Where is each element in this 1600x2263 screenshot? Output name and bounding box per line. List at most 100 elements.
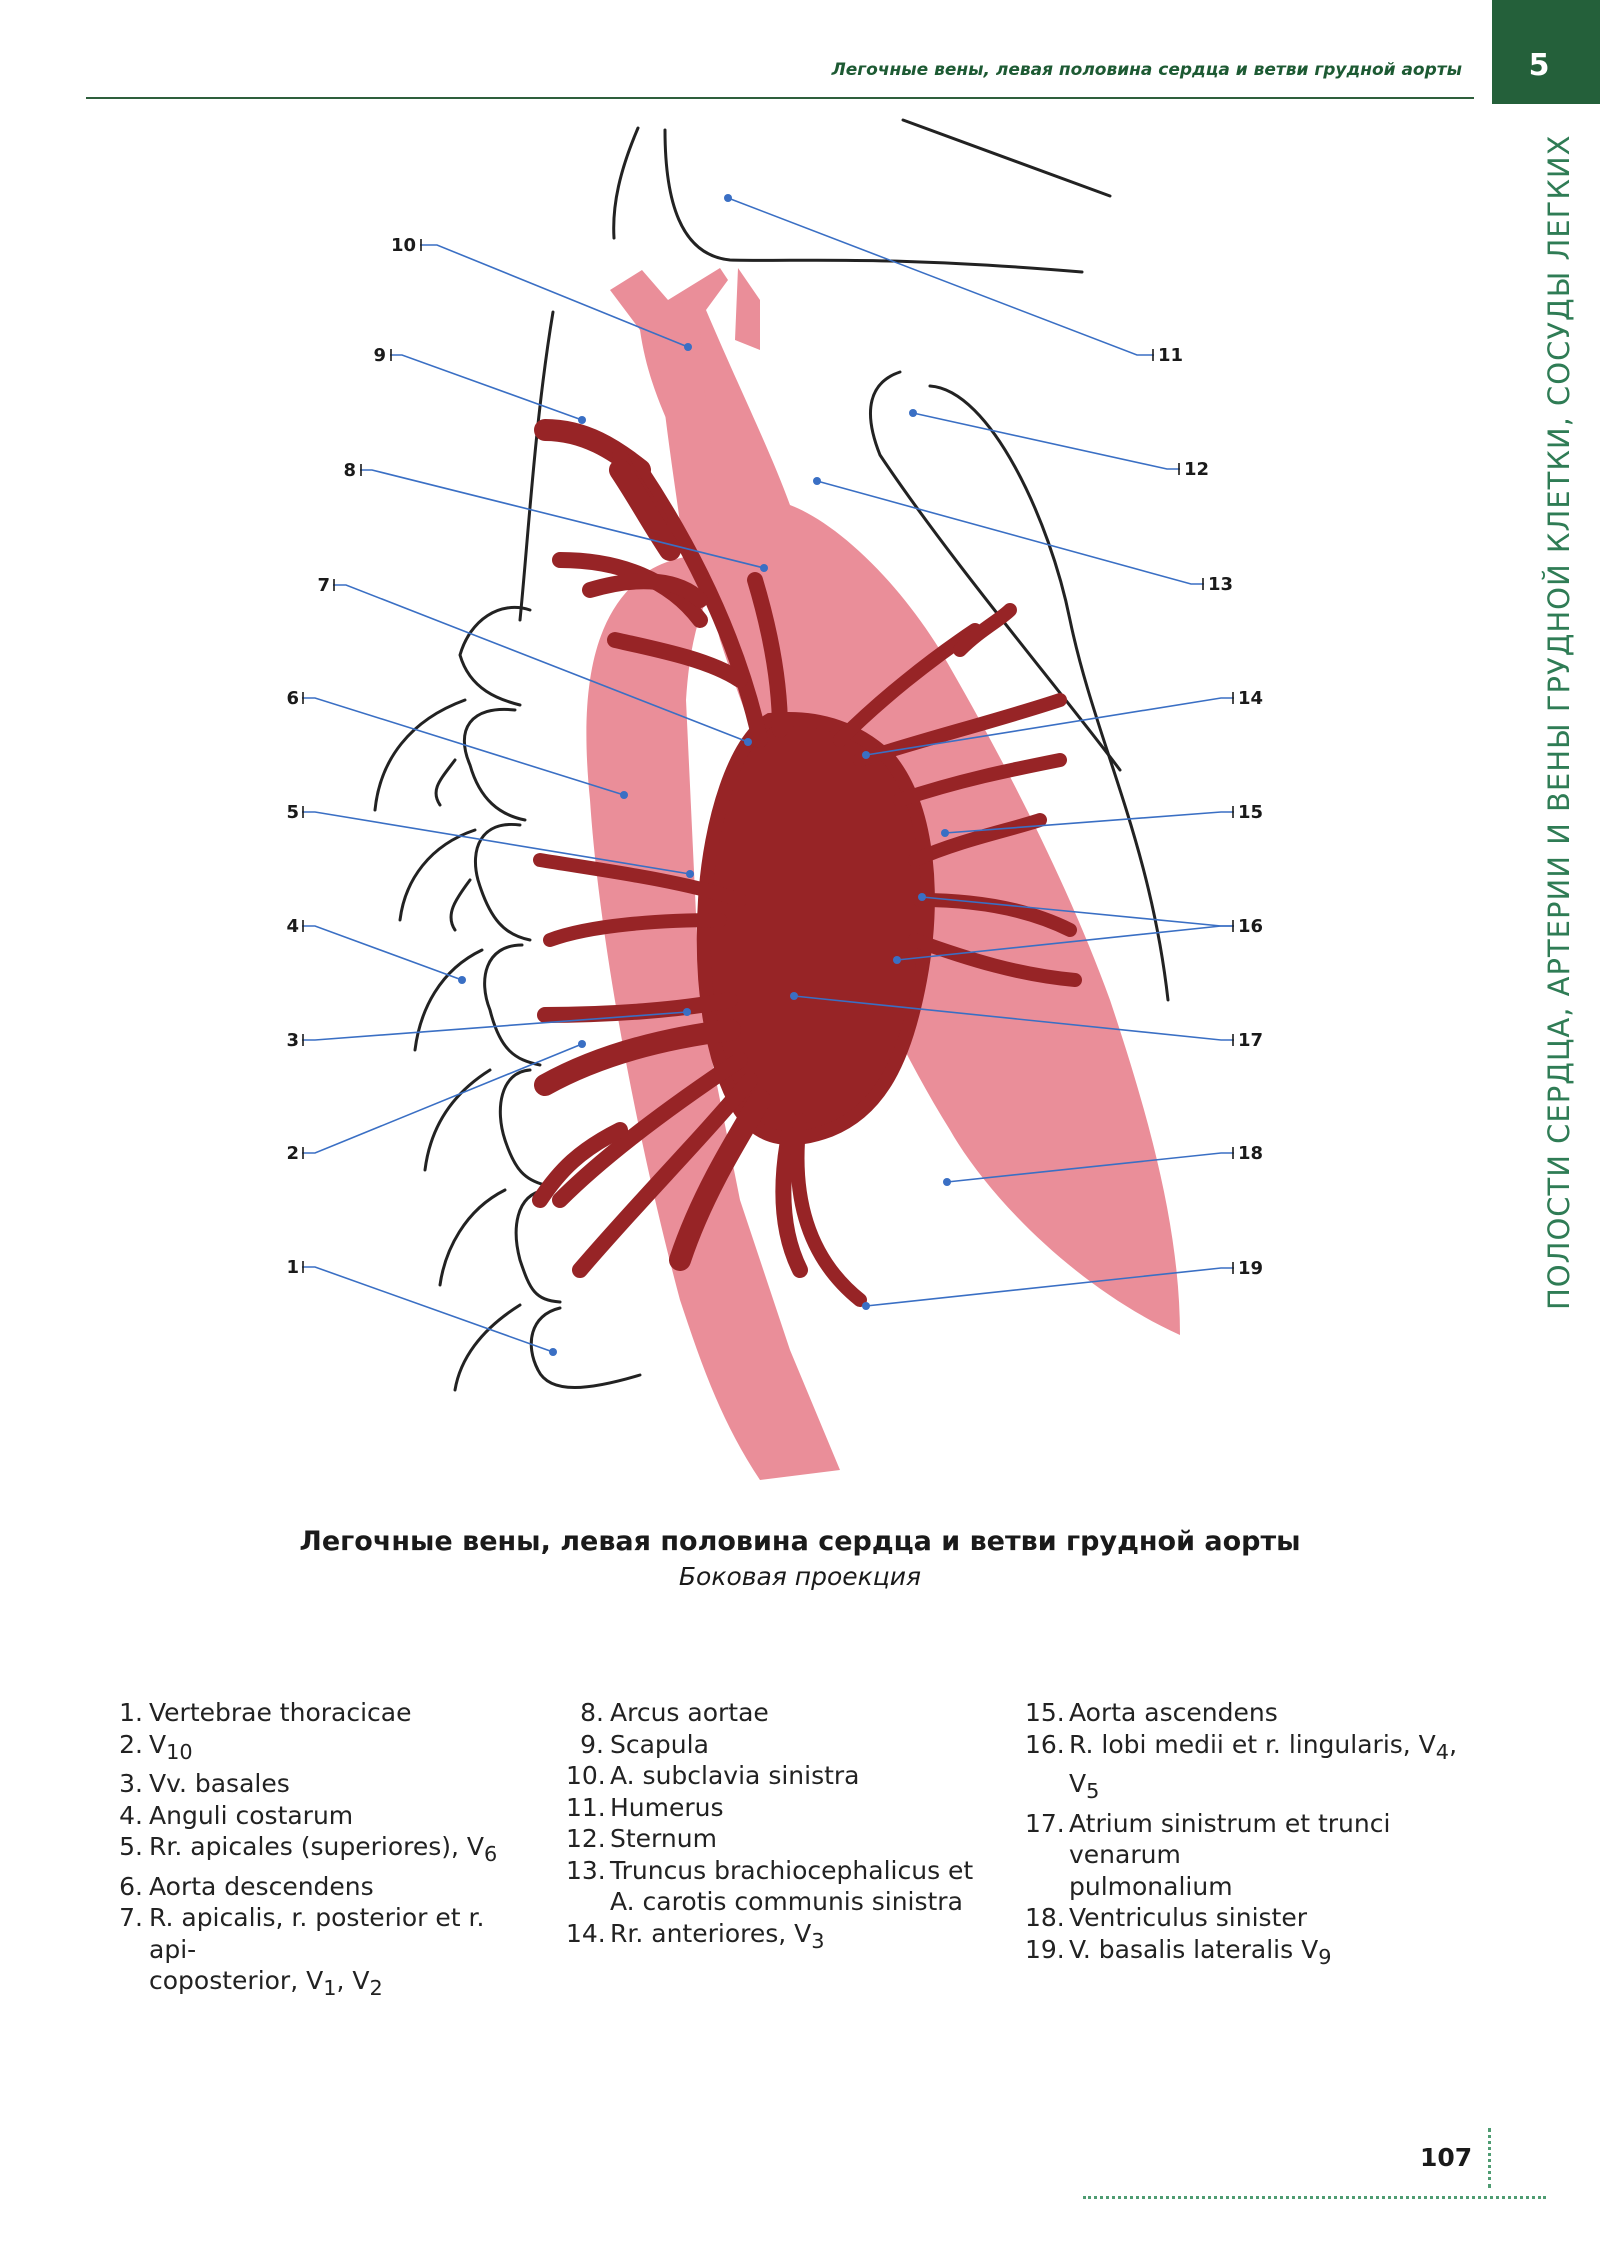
label-number: 18 [1238,1143,1263,1164]
header-rule [86,97,1474,99]
leader-dot [813,477,821,485]
label-number: 15 [1238,802,1263,823]
legend-item: 4.Anguli costarum [105,1800,535,1832]
label-number: 1 [286,1257,299,1278]
label-number: 9 [373,345,386,366]
leader-dot [862,1302,870,1310]
legend-item-text: Rr. anteriores, V3 [610,1918,825,1953]
rib-outline [514,1188,562,1304]
outline-drawing [373,118,1170,1392]
legend-item-number: 4. [119,1800,143,1830]
figure-caption-subtitle: Боковая проекция [678,1562,922,1591]
leader-dot [909,409,917,417]
leader-line [302,1011,688,1041]
label-number: 19 [1238,1258,1263,1279]
leader-dot [458,976,466,984]
label-number: 13 [1208,574,1233,595]
humerus-outline [901,118,1112,198]
legend-item: 9.Scapula [566,1729,986,1761]
leader-line [944,811,1234,834]
label-number: 11 [1158,345,1183,366]
legend-item: 19.V. basalis lateralis V9 [1025,1934,1495,1974]
vertebra-outline [449,878,472,932]
legend-item-number: 18. [1025,1903,1065,1932]
label-number: 5 [286,802,299,823]
legend-item-number: 8. [580,1698,604,1727]
label-number: 2 [286,1143,299,1164]
leader-line [302,1266,554,1353]
legend-item: 12.Sternum [566,1823,986,1855]
leader-dot [893,956,901,964]
anterior-vein-branch [908,933,1082,987]
legend-item: 18.Ventriculus sinister [1025,1902,1495,1934]
legend-item-number: 1. [119,1698,143,1727]
leader-dot [760,564,768,572]
rib-outline [462,707,527,822]
humerus-outline [663,128,1084,274]
leader-line [865,697,1234,756]
leader-dot [862,751,870,759]
legend-item-number: 5. [119,1832,143,1861]
anatomy-illustration: 10 9 8 7 6 5 4 3 2 1 11 12 13 14 15 16 1… [286,118,1263,1480]
legend-item-text: V10 [149,1729,193,1764]
posterior-vein-branch [533,853,747,907]
label-number: 3 [286,1030,299,1051]
legend-item-number: 16. [1025,1729,1065,1759]
vertebra-outline [423,1068,492,1172]
leader-dot [943,1178,951,1186]
rib-outline [498,1068,547,1187]
anterior-vein-branch [913,893,1077,937]
leader-line [360,469,765,569]
leader-line [333,584,749,743]
footer-dotted-rule [1083,2196,1546,2199]
legend-item-number: 17. [1025,1808,1065,1838]
leader-dot [549,1348,557,1356]
legend-item-number: 9. [580,1729,604,1759]
legend-item-text: Vv. basales [149,1769,290,1798]
leader-dot [686,870,694,878]
leader-dot [620,791,628,799]
legend-item-text: Ventriculus sinister [1069,1903,1308,1932]
anterior-vein-twig [953,603,1017,657]
leader-dot [724,194,732,202]
legend-item-text: Aorta descendens [149,1871,374,1901]
superior-vein-branch [632,462,768,748]
sternum-outline [928,384,1170,1002]
label-number: 4 [286,916,299,937]
legend-item-number: 15. [1025,1698,1065,1727]
legend-item: 6.Aorta descendens [105,1871,535,1903]
label-number: 7 [317,575,330,596]
legend-item-number: 7. [119,1903,143,1932]
rib-outline [483,943,542,1067]
leader-dot [744,738,752,746]
leader-lines [302,197,1234,1353]
subclavian-artery [655,300,720,560]
superior-vein-branch [609,459,681,561]
legend-item-number: 14. [566,1918,606,1948]
leader-dot [918,893,926,901]
legend-item: 10.A. subclavia sinistra [566,1760,986,1792]
veins-group [532,419,1082,1307]
basal-vein-branch [572,1072,758,1278]
vertebra-outline [373,698,467,812]
label-number: 10 [391,235,416,256]
legend-item-number: 11. [566,1792,606,1822]
leader-line [865,1267,1234,1307]
label-number: 8 [343,460,356,481]
superior-vein-branch [607,632,748,688]
sternum-outline [868,370,1122,772]
legend-item-number: 12. [566,1824,606,1853]
leader-dot [578,1040,586,1048]
legend-item-number: 10. [566,1761,606,1790]
label-number: 17 [1238,1030,1263,1051]
leader-line [302,925,463,981]
legend-item-number: 6. [119,1871,143,1901]
superior-vein-branch [582,573,708,608]
vertebra-outline [434,758,457,807]
leader-dot [941,829,949,837]
legend-item: 7.R. apicalis, r. posterior et r. api-co… [105,1902,535,2005]
